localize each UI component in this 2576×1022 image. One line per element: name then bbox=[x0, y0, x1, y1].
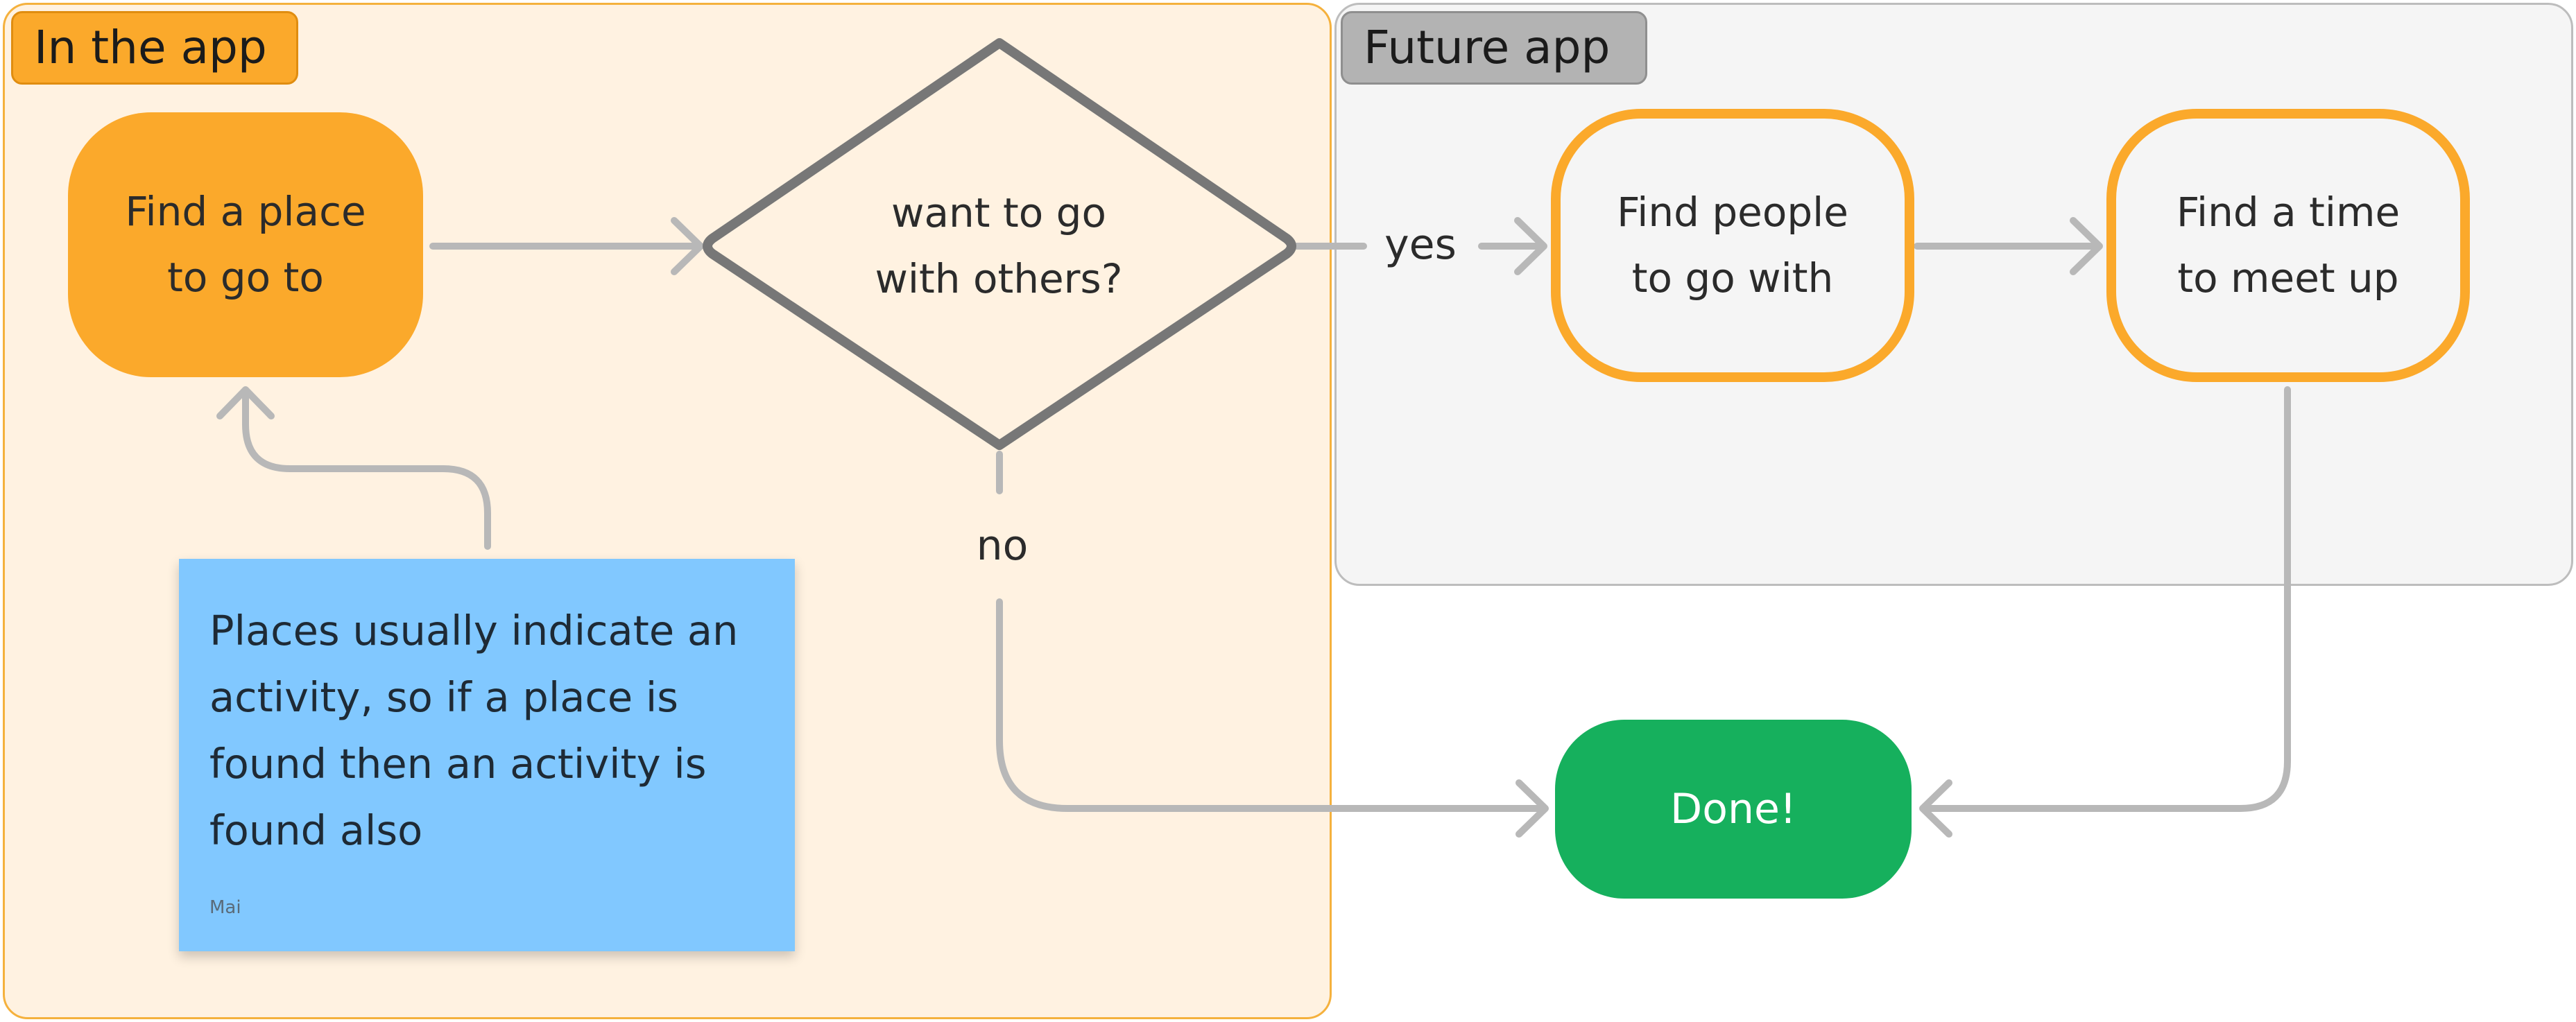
in-app-section-label[interactable]: In the app bbox=[11, 11, 298, 85]
sticky-note[interactable]: Places usually indicate an activity, so … bbox=[179, 559, 795, 951]
find-people-node[interactable]: Find people to go with bbox=[1551, 109, 1914, 382]
find-people-label: Find people to go with bbox=[1617, 189, 1848, 302]
decision-label: want to go with others? bbox=[875, 189, 1123, 302]
yes-edge-label: yes bbox=[1384, 220, 1457, 269]
sticky-note-text: Places usually indicate an activity, so … bbox=[209, 607, 739, 854]
decision-node-label-box: want to go with others? bbox=[784, 173, 1214, 319]
decision-diamond[interactable] bbox=[703, 38, 1296, 450]
find-place-node[interactable]: Find a place to go to bbox=[68, 112, 423, 377]
find-time-label: Find a time to meet up bbox=[2176, 189, 2401, 302]
arrow-place-to-decision[interactable] bbox=[429, 217, 704, 275]
done-node[interactable]: Done! bbox=[1555, 720, 1912, 899]
find-time-node[interactable]: Find a time to meet up bbox=[2106, 109, 2470, 382]
no-edge-label: no bbox=[976, 521, 1029, 570]
done-label: Done! bbox=[1670, 784, 1796, 833]
arrow-find-time-to-done[interactable] bbox=[1919, 386, 2291, 838]
arrow-yes-to-find-people[interactable] bbox=[1478, 217, 1547, 275]
sticky-note-author: Mai bbox=[209, 897, 241, 918]
arrow-find-people-to-find-time[interactable] bbox=[1914, 217, 2103, 275]
arrow-note-to-find-place[interactable] bbox=[216, 386, 491, 550]
find-place-label: Find a place to go to bbox=[125, 188, 366, 301]
arrow-no-to-done[interactable] bbox=[996, 598, 1549, 838]
future-app-section-label[interactable]: Future app bbox=[1341, 11, 1647, 85]
